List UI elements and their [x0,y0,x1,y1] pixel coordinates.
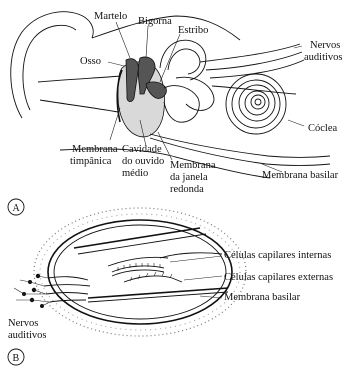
label-membrana-basilar-b: Membrana basilar [224,292,301,303]
label-bigorna: Bigorna [138,16,172,27]
leader-coclea [288,120,304,126]
panel-a-illustration [11,12,330,178]
label-osso: Osso [80,56,101,67]
ear-canal-upper [38,76,122,82]
label-nervos-b-line2: auditivos [8,330,47,341]
semicircular-canal-1-inner [168,49,200,74]
pinna-inner-fold [23,25,76,110]
cochlear-cross-section-outer-stipple-2 [40,214,240,330]
auditory-nerve-fibers [14,274,90,308]
label-nervos-line2: auditivos [304,52,343,63]
panel-b-marker-letter: B [13,353,20,364]
label-membrana-basilar: Membrana basilar [262,170,339,181]
label-janela-line3: redonda [170,184,204,195]
label-cavidade-line3: médio [122,168,148,179]
cochlear-cross-section-outer-stipple [34,208,246,336]
leader-celulas-internas [170,256,222,262]
label-coclea: Cóclea [308,123,337,134]
label-estribo: Estribo [178,25,208,36]
label-janela-line1: Membrana [170,160,216,171]
panel-b-illustration [14,208,246,336]
cochlea-spiral [226,74,286,134]
tectorial-membrane [108,257,168,266]
semicircular-canal-1 [160,40,206,80]
panel-a-marker-letter: A [13,203,21,214]
label-timpanica-line1: Membrana [72,144,118,155]
inner-hair-cells [112,263,164,276]
outer-hair-cells [124,272,182,282]
label-martelo: Martelo [94,11,127,22]
leader-membrana-basilar-b [200,296,222,298]
label-cavidade-line2: do ouvido [122,156,164,167]
leader-nervos [294,46,302,48]
vestibule [164,86,199,123]
leader-estribo [160,34,180,82]
label-cavidade-line1: Cavidade [122,144,162,155]
leader-osso [108,62,124,66]
leader-celulas-externas [184,276,222,280]
label-celulas-externas: Células capilares externas [224,272,333,283]
cochlear-cross-section-wall [48,220,232,324]
cochlear-cross-section-inner-wall [54,225,226,319]
leader-bigorna [146,26,148,58]
label-nervos-b-line1: Nervos [8,318,38,329]
ear-canal-lower [40,100,118,112]
auditory-nerve-upper [200,44,300,62]
label-nervos-line1: Nervos [310,40,340,51]
leader-timpanica [110,108,120,140]
label-timpanica-line2: timpânica [70,156,112,167]
label-celulas-internas: Células capilares internas [224,250,331,261]
label-janela-line2: da janela [170,172,208,183]
